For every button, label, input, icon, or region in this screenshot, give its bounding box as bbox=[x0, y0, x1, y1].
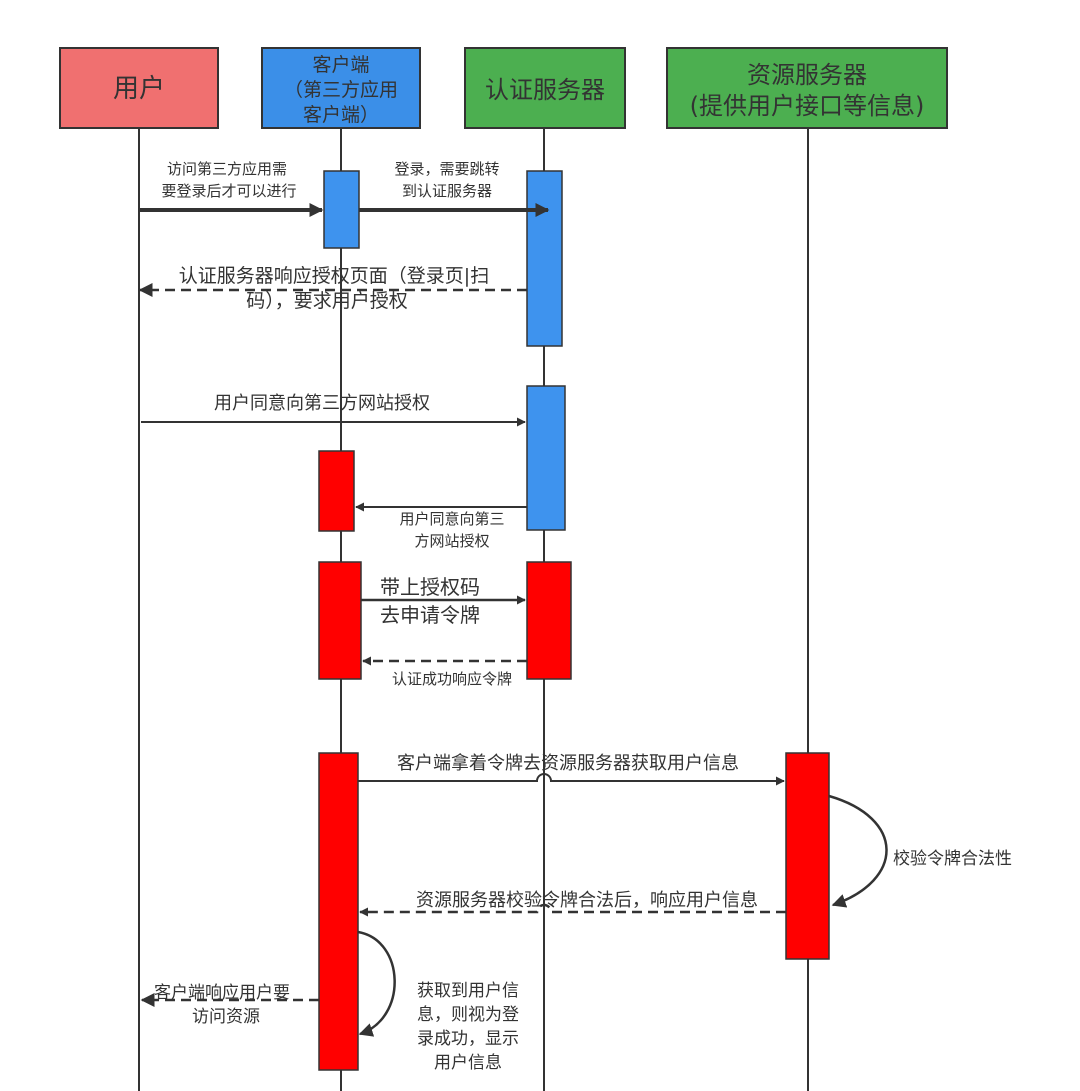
header-user: 用户 bbox=[59, 47, 219, 129]
message-11-label-line4: 用户信息 bbox=[434, 1053, 502, 1073]
message-resource-self-validate: 校验令牌合法性 bbox=[828, 794, 1012, 908]
message-2-label-line1: 登录，需要跳转 bbox=[394, 160, 499, 178]
activation-auth-1 bbox=[526, 170, 563, 347]
message-auth-to-client-token: 认证成功响应令牌 bbox=[362, 656, 527, 688]
header-client-line1: 客户端 bbox=[312, 54, 369, 76]
message-auth-to-user-authorize-page: 认证服务器响应授权页面（登录页|扫 码），要求用户授权 bbox=[138, 265, 527, 312]
message-resource-to-client-userinfo: 资源服务器校验令牌合法后，响应用户信息 bbox=[359, 890, 786, 917]
message-1-label-line2: 要登录后才可以进行 bbox=[161, 182, 296, 200]
message-12-label-line2: 访问资源 bbox=[192, 1007, 260, 1027]
message-client-to-auth: 登录，需要跳转 到认证服务器 bbox=[359, 160, 550, 217]
message-client-self-login: 获取到用户信 息，则视为登 录成功，显示 用户信息 bbox=[357, 930, 519, 1073]
activation-auth-3 bbox=[526, 561, 572, 680]
header-resource-server: 资源服务器 (提供用户接口等信息) bbox=[666, 47, 948, 129]
header-user-label: 用户 bbox=[113, 74, 165, 104]
header-auth-label: 认证服务器 bbox=[485, 76, 605, 104]
header-client: 客户端 （第三方应用 客户端） bbox=[261, 47, 421, 129]
message-6-label-line2: 去申请令牌 bbox=[380, 603, 480, 627]
activation-client-2 bbox=[318, 450, 355, 532]
message-client-to-resource: 客户端拿着令牌去资源服务器获取用户信息 bbox=[358, 752, 785, 786]
message-5-label-line2: 方网站授权 bbox=[414, 532, 489, 550]
message-client-to-user-response: 客户端响应用户要 访问资源 bbox=[140, 983, 319, 1027]
message-5-label-line1: 用户同意向第三 bbox=[399, 510, 504, 528]
activation-client-1 bbox=[323, 170, 360, 249]
header-client-line2: （第三方应用 bbox=[284, 79, 398, 101]
activation-client-4 bbox=[318, 752, 359, 1071]
message-10-label: 资源服务器校验令牌合法后，响应用户信息 bbox=[416, 890, 758, 911]
message-3-label-line2: 码），要求用户授权 bbox=[246, 290, 408, 312]
header-auth-server: 认证服务器 bbox=[464, 47, 626, 129]
message-auth-to-client-consent: 用户同意向第三 方网站授权 bbox=[355, 502, 527, 550]
message-12-label-line1: 客户端响应用户要 bbox=[154, 983, 290, 1003]
message-8-label: 客户端拿着令牌去资源服务器获取用户信息 bbox=[397, 752, 739, 774]
activation-client-3 bbox=[318, 561, 362, 680]
message-3-label-line1: 认证服务器响应授权页面（登录页|扫 bbox=[179, 265, 489, 287]
message-4-label: 用户同意向第三方网站授权 bbox=[214, 393, 430, 414]
message-9-label: 校验令牌合法性 bbox=[893, 849, 1012, 869]
activation-resource-1 bbox=[785, 752, 830, 960]
header-resource-line2: (提供用户接口等信息) bbox=[690, 92, 925, 120]
message-user-to-client: 访问第三方应用需 要登录后才可以进行 bbox=[139, 160, 324, 217]
message-11-label-line2: 息，则视为登 bbox=[417, 1005, 519, 1025]
message-7-label: 认证成功响应令牌 bbox=[392, 670, 512, 688]
message-2-label-line2: 到认证服务器 bbox=[402, 182, 492, 200]
header-resource-line1: 资源服务器 bbox=[747, 61, 867, 89]
message-client-to-auth-token-request: 带上授权码 去申请令牌 bbox=[361, 575, 526, 627]
header-client-line3: 客户端） bbox=[303, 104, 379, 126]
activation-auth-2 bbox=[526, 385, 566, 531]
message-11-label-line1: 获取到用户信 bbox=[417, 981, 519, 1001]
message-user-to-auth-consent: 用户同意向第三方网站授权 bbox=[141, 393, 526, 427]
message-6-label-line1: 带上授权码 bbox=[380, 575, 480, 599]
message-11-label-line3: 录成功，显示 bbox=[417, 1029, 519, 1049]
message-1-label-line1: 访问第三方应用需 bbox=[167, 160, 287, 178]
